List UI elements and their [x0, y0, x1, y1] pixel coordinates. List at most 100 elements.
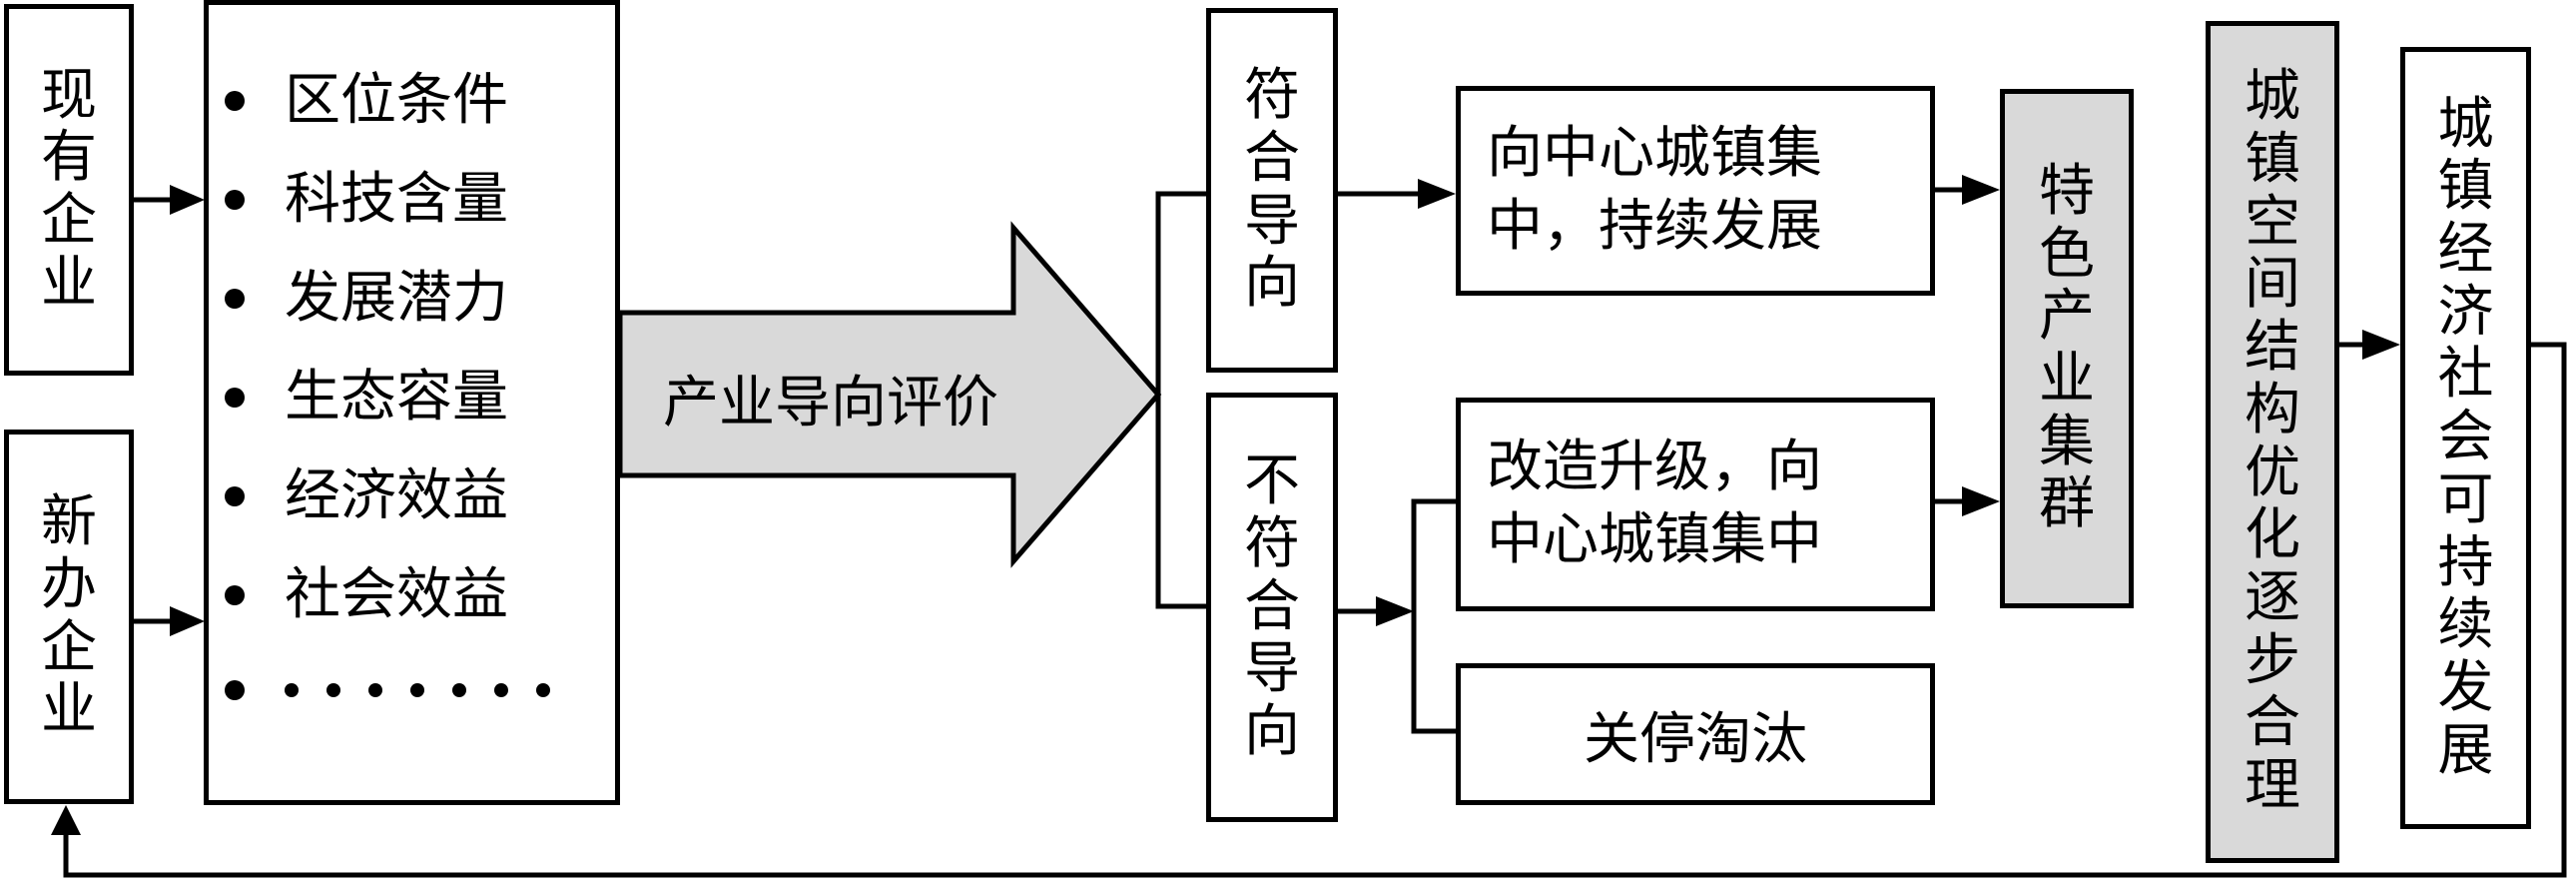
split-shutdown: [1411, 611, 1456, 734]
sustainable-char: 续: [2437, 592, 2494, 658]
spatial-char: 步: [2245, 627, 2300, 693]
bullet-icon: [225, 189, 245, 210]
spatial-char: 理: [2245, 753, 2300, 819]
bullet-icon: [225, 90, 245, 111]
arrowhead-new: [170, 606, 205, 636]
existing-enterprises-box: 现 有 企 业: [4, 4, 134, 376]
ellipsis-dot: [326, 682, 340, 697]
criteria-item: 社会效益: [225, 541, 615, 640]
cluster-char: 集: [2039, 409, 2095, 474]
sustainable-char: 济: [2437, 279, 2494, 345]
concentrate-box: 向中心城镇集 中，持续发展: [1456, 86, 1935, 296]
conform-char: 向: [1244, 251, 1300, 317]
upgrade-line: 中心城镇集中: [1487, 507, 1822, 572]
evaluation-label: 产业导向评价: [663, 371, 998, 436]
criteria-item: 生态容量: [225, 344, 615, 442]
shutdown-box: 关停淘汰: [1456, 663, 1935, 805]
sustainable-char: 持: [2437, 529, 2494, 595]
sustainable-char: 可: [2437, 466, 2494, 532]
ellipsis-dot: [452, 682, 466, 697]
spatial-char: 镇: [2245, 126, 2300, 192]
criteria-item: 发展潜力: [225, 245, 615, 344]
new-char: 办: [41, 551, 97, 617]
conform-char: 合: [1244, 125, 1300, 191]
ellipsis-dot: [285, 682, 299, 697]
upgrade-box: 改造升级，向 中心城镇集中: [1456, 398, 1935, 611]
spatial-char: 间: [2245, 252, 2300, 318]
sustainable-char: 经: [2437, 216, 2494, 282]
sustainable-char: 展: [2437, 717, 2494, 783]
spatial-char: 城: [2245, 64, 2300, 130]
criteria-box: 区位条件 科技含量 发展潜力 生态容量 经济效益 社会效益: [204, 0, 620, 805]
cluster-char: 产: [2039, 284, 2095, 350]
cluster-char: 特: [2039, 158, 2095, 224]
cluster-char: 业: [2039, 347, 2095, 412]
criteria-ellipsis-row: [225, 640, 615, 739]
spatial-char: 优: [2245, 440, 2300, 505]
arrowhead-feedback: [51, 805, 81, 835]
conform-char: 符: [1244, 63, 1300, 129]
spatial-char: 逐: [2245, 564, 2300, 630]
not-conform-char: 合: [1244, 573, 1300, 639]
bullet-icon: [225, 288, 245, 309]
cluster-char: 群: [2039, 471, 2095, 537]
arrowhead-notconform: [1376, 596, 1414, 626]
spatial-char: 化: [2245, 502, 2300, 568]
existing-char: 业: [41, 250, 97, 316]
ellipsis-dot: [368, 682, 382, 697]
existing-char: 企: [41, 188, 97, 253]
criteria-label: 发展潜力: [285, 266, 508, 331]
branch-not-conform: [1155, 395, 1206, 609]
arrowhead-conform: [1418, 179, 1456, 209]
conform-box: 符 合 导 向: [1206, 8, 1338, 373]
new-char: 企: [41, 614, 97, 680]
criteria-label: 生态容量: [285, 365, 508, 430]
arrowhead-upgrade: [1962, 486, 2000, 516]
existing-char: 现: [41, 62, 97, 128]
feedback-loop-line: [63, 342, 2567, 878]
sustainable-char: 社: [2437, 342, 2494, 408]
ellipsis-dot: [536, 682, 550, 697]
ellipsis-dot: [410, 682, 424, 697]
not-conform-box: 不 符 合 导 向: [1206, 393, 1338, 822]
concentrate-line: 中，持续发展: [1487, 194, 1822, 259]
criteria-item: 科技含量: [225, 146, 615, 245]
not-conform-char: 导: [1244, 636, 1300, 702]
criteria-item: 经济效益: [225, 442, 615, 541]
arrowhead-spatial: [2362, 330, 2400, 360]
spatial-structure-box: 城 镇 空 间 结 构 优 化 逐 步 合 理: [2206, 21, 2339, 863]
bullet-icon: [225, 679, 245, 700]
bullet-icon: [225, 387, 245, 408]
evaluation-arrow-shape: [617, 221, 1162, 568]
criteria-label: 科技含量: [285, 167, 508, 232]
sustainable-box: 城 镇 经 济 社 会 可 持 续 发 展: [2400, 47, 2531, 829]
existing-char: 有: [41, 125, 97, 191]
ellipsis-dots: [285, 682, 550, 697]
shutdown-label: 关停淘汰: [1584, 706, 1807, 772]
bullet-icon: [225, 485, 245, 506]
criteria-label: 经济效益: [285, 463, 508, 528]
bullet-icon: [225, 584, 245, 605]
spatial-char: 结: [2245, 315, 2300, 381]
sustainable-char: 发: [2437, 655, 2494, 721]
arrowhead-concentrate: [1962, 175, 2000, 205]
spatial-char: 构: [2245, 377, 2300, 442]
upgrade-line: 改造升级，向: [1487, 435, 1822, 500]
spatial-char: 合: [2245, 690, 2300, 756]
sustainable-char: 镇: [2437, 154, 2494, 220]
criteria-label: 区位条件: [285, 68, 508, 133]
concentrate-line: 向中心城镇集: [1487, 121, 1822, 187]
ellipsis-dot: [494, 682, 508, 697]
spatial-char: 空: [2245, 189, 2300, 255]
branch-conform: [1155, 191, 1206, 395]
criteria-label: 社会效益: [285, 562, 508, 627]
split-upgrade: [1411, 498, 1456, 611]
conform-char: 导: [1244, 188, 1300, 254]
not-conform-char: 不: [1244, 448, 1300, 514]
not-conform-char: 向: [1244, 699, 1300, 765]
cluster-box: 特 色 产 业 集 群: [2000, 89, 2134, 608]
new-char: 业: [41, 677, 97, 743]
criteria-item: 区位条件: [225, 47, 615, 146]
